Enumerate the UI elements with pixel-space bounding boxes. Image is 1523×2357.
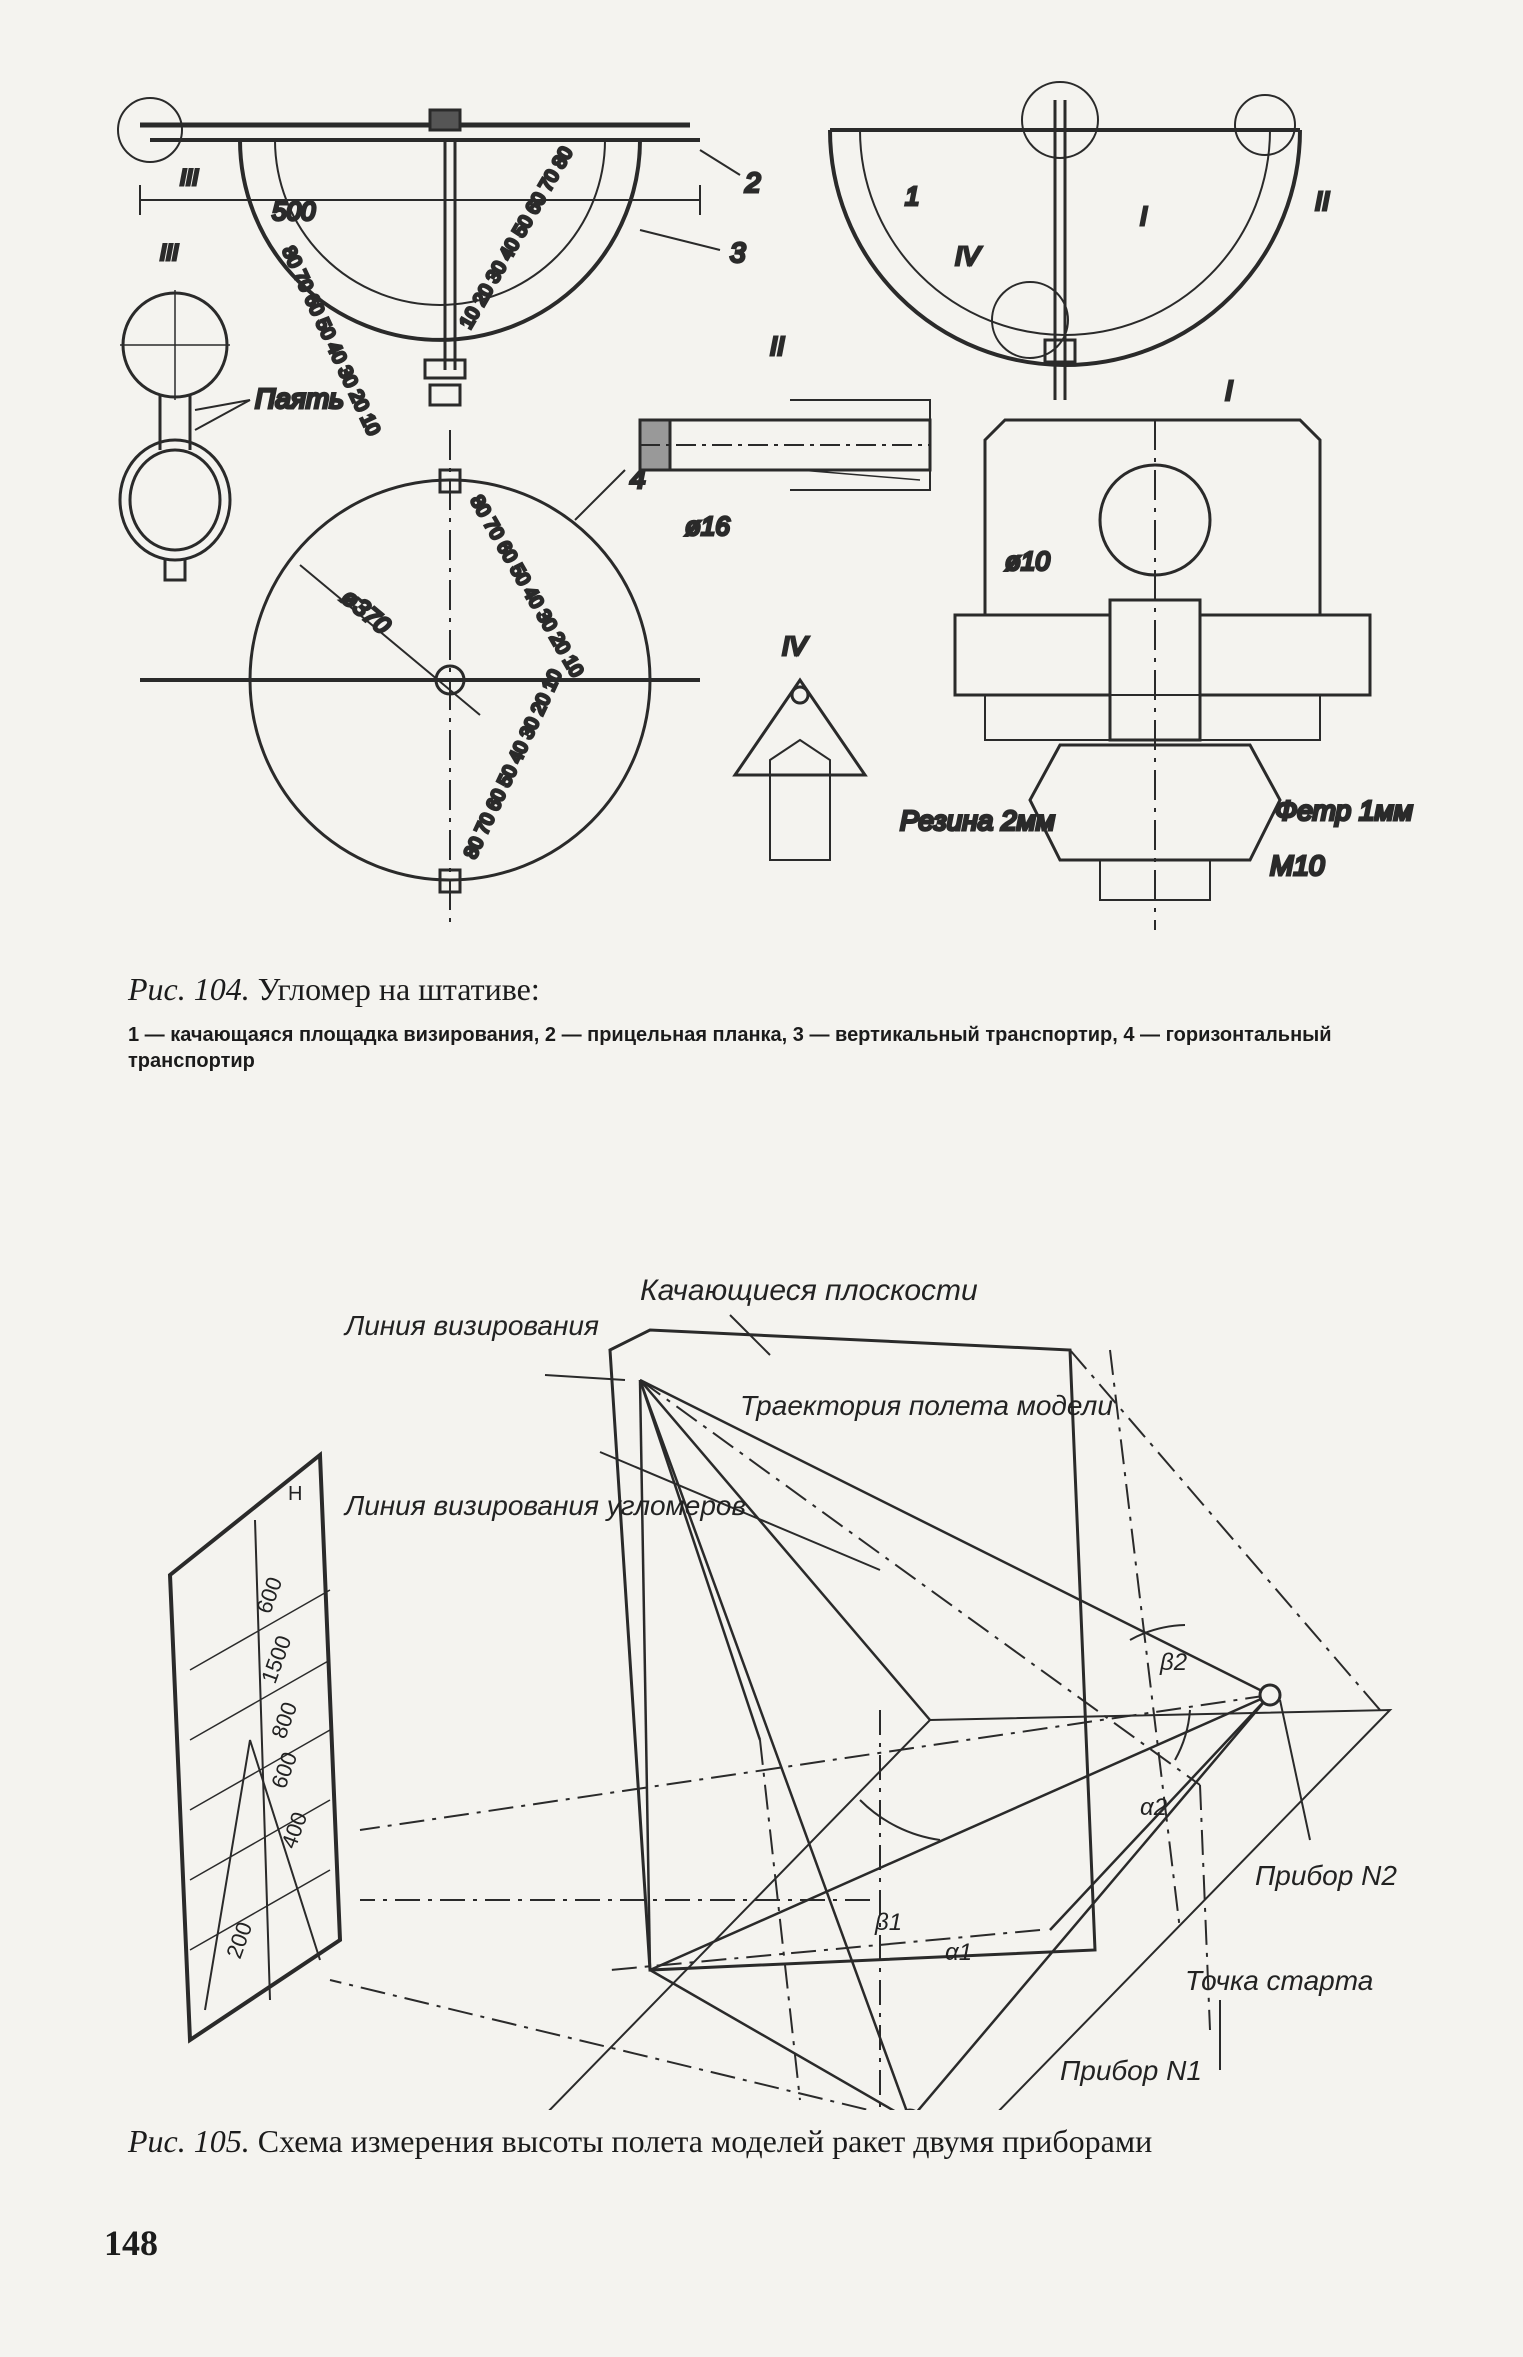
vertical-scale-right: 10 20 30 40 50 60 70 80 (456, 144, 577, 333)
label-roman-1-side: I (1140, 201, 1147, 231)
page-number: 148 (104, 2223, 158, 2263)
figure-104-caption-label: Рис. 104. (128, 971, 250, 1007)
figure-104-caption: Рис. 104. Угломер на штативе: (128, 970, 1458, 1008)
side-view (828, 81, 1302, 400)
label-roman-2-side: II (1315, 186, 1329, 216)
figure-104-caption-title: Угломер на штативе: (257, 971, 540, 1007)
label-beta-2: β2 (1159, 1649, 1187, 1676)
table-header: H (288, 1483, 302, 1505)
detail-II (638, 399, 932, 491)
label-trajectory: Траектория полета модели (740, 1390, 1113, 1421)
height-table (167, 1450, 343, 2044)
label-roman-3: III (160, 240, 178, 265)
label-felt: Фетр 1мм (1275, 795, 1413, 826)
figure-105-labels: Качающиеся плоскости Линия визирования Т… (221, 1274, 1397, 2086)
label-solder: Паять (255, 383, 344, 414)
label-3: 3 (730, 237, 746, 268)
dim-10: ø10 (1005, 546, 1050, 576)
figure-105-caption-title: Схема измерения высоты полета моделей ра… (257, 2123, 1153, 2159)
detail-IV (732, 677, 868, 861)
table-value-3: 800 (266, 1699, 302, 1742)
horizontal-protractor (140, 430, 700, 930)
figure-105-caption: Рис. 105. Схема измерения высоты полета … (128, 2122, 1458, 2160)
label-beta-1: β1 (874, 1909, 902, 1936)
horizontal-scale-bottom: 80 70 60 50 40 30 20 10 (460, 667, 566, 863)
label-alpha-1: α1 (945, 1939, 972, 1966)
label-roman-1: I (1225, 375, 1233, 406)
figure-105-caption-label: Рис. 105. (128, 2123, 250, 2159)
label-sight-line: Линия визирования (343, 1310, 599, 1341)
label-swing-planes: Качающиеся плоскости (640, 1274, 978, 1307)
label-2: 2 (744, 167, 761, 198)
label-sight-lines-goniometers: Линия визирования угломеров (343, 1490, 746, 1521)
table-value-2: 1500 (256, 1632, 296, 1687)
label-m10: M10 (1270, 850, 1325, 881)
label-start-point: Точка старта (1185, 1965, 1373, 1996)
label-roman-4-side: IV (955, 241, 982, 271)
figure-104-legend: 1 — качающаяся площадка визирования, 2 —… (128, 1024, 1332, 1072)
detail-I (953, 418, 1372, 930)
label-roman-4: IV (782, 631, 809, 661)
detail-III-solder (118, 290, 251, 582)
figure-104-drawing: 500 2 3 III 80 70 60 50 40 30 20 10 10 2… (117, 81, 1414, 930)
label-alpha-2: α2 (1140, 1794, 1167, 1821)
table-value-6: 200 (221, 1919, 257, 1962)
dim-16: ø16 (685, 511, 730, 541)
dim-500: 500 (272, 196, 316, 226)
label-device-2: Прибор N2 (1255, 1860, 1397, 1891)
label-device-1: Прибор N1 (1060, 2055, 1202, 2086)
label-rubber: Резина 2мм (900, 805, 1055, 836)
table-value-4: 600 (266, 1749, 302, 1792)
table-value-1: 600 (251, 1574, 287, 1617)
label-roman-2: II (770, 331, 784, 361)
figure-105-drawing (167, 1314, 1393, 2110)
vertical-protractor (117, 97, 741, 407)
table-value-5: 400 (276, 1809, 312, 1852)
label-1: 1 (905, 181, 919, 211)
label-roman-3-top: III (180, 165, 198, 190)
dim-370: ø370 (336, 584, 396, 640)
